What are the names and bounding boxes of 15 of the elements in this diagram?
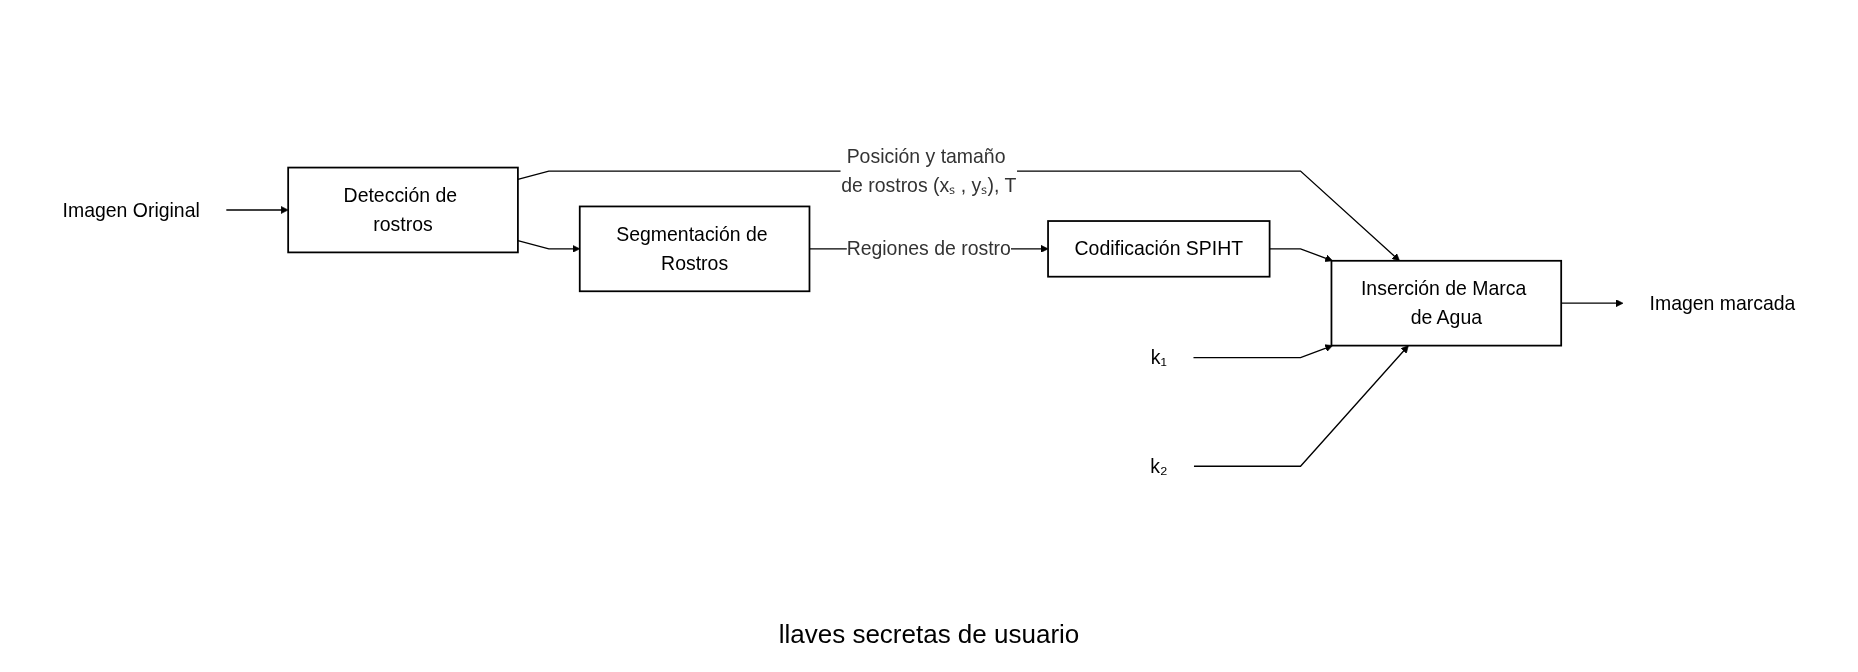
caption-note: llaves secretas de usuario — [778, 618, 1080, 650]
node-box: Inserción de Marca de Agua — [1330, 259, 1563, 346]
node-text: Imagen Original — [62, 198, 200, 221]
node-text: k₂ — [1150, 454, 1168, 477]
node-box: Segmentación de Rostros — [578, 205, 811, 292]
edge-label: Posición y tamaño de rostros (xₛ , yₛ), T — [841, 144, 1017, 197]
arrow — [517, 169, 1400, 261]
node-text: k₁ — [1150, 346, 1167, 369]
arrow — [1192, 343, 1333, 358]
node-box: Codificación SPIHT — [1047, 219, 1271, 278]
node-text: Imagen marcada — [1649, 291, 1796, 314]
node-box: Detección de rostros — [287, 166, 519, 253]
arrow — [225, 205, 289, 214]
arrow — [1193, 344, 1409, 467]
edge-label: Regiones de rostro — [846, 237, 1011, 260]
